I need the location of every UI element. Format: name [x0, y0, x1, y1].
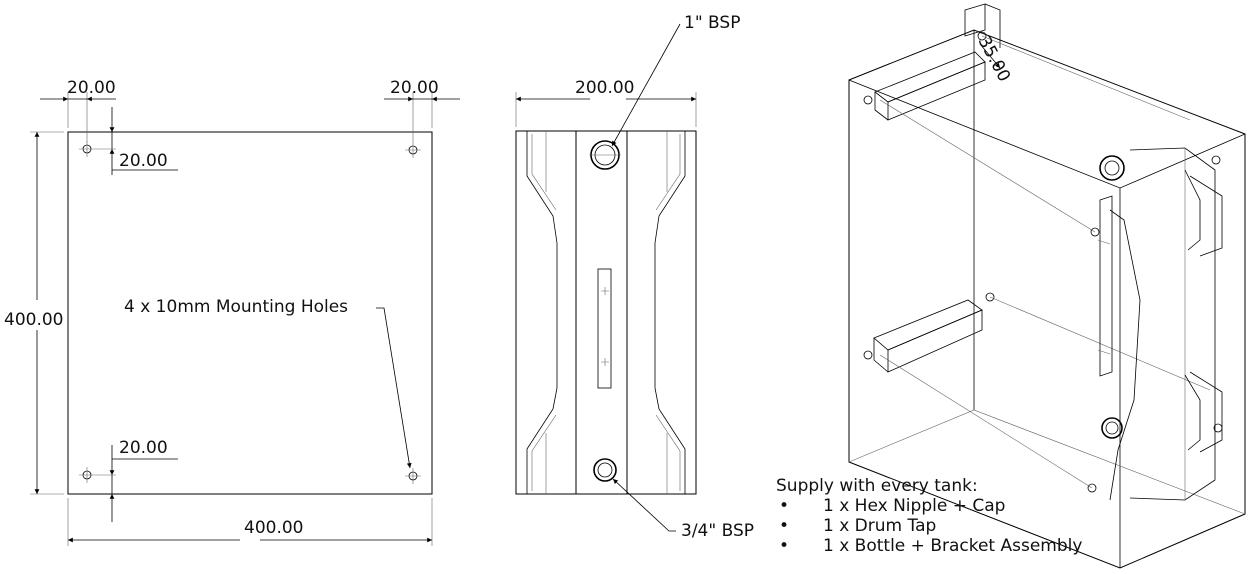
dim-width-label: 400.00 — [244, 518, 303, 538]
supply-item: 1 x Drum Tap — [776, 516, 1082, 536]
supply-notes: Supply with every tank: 1 x Hex Nipple +… — [776, 476, 1082, 556]
dimension-width: 400.00 — [67, 498, 433, 546]
bottom-port-leader — [612, 478, 676, 532]
bracket-slot — [597, 268, 612, 389]
iso-dim-label: 35.00 — [974, 33, 1015, 85]
supply-item: 1 x Hex Nipple + Cap — [776, 496, 1082, 516]
dim-side-width-label: 200.00 — [575, 78, 634, 98]
side-view: 200.00 1" BSP 3/4" BSP — [515, 13, 754, 541]
front-view: 20.00 20.00 20.00 20.00 — [4, 78, 460, 546]
dim-left-vertical-label: 20.00 — [119, 151, 168, 171]
dim-top-right-label: 20.00 — [390, 78, 439, 98]
top-port-leader — [611, 23, 681, 147]
dimension-left-vertical: 20.00 — [95, 107, 178, 175]
dimension-top-left: 20.00 — [40, 78, 116, 142]
dimension-top-right: 20.00 — [384, 78, 460, 142]
front-plate-outline — [67, 131, 433, 495]
top-port-label: 1" BSP — [684, 13, 740, 33]
mounting-hole-bottom-left — [79, 467, 95, 483]
supply-heading: Supply with every tank: — [776, 476, 978, 496]
dim-top-left-label: 20.00 — [67, 78, 116, 98]
dimension-height: 400.00 — [4, 131, 64, 495]
dimension-side-width: 200.00 — [515, 78, 697, 127]
supply-list: 1 x Hex Nipple + Cap 1 x Drum Tap 1 x Bo… — [776, 496, 1082, 556]
supply-item: 1 x Bottle + Bracket Assembly — [776, 536, 1082, 556]
side-outline — [515, 130, 697, 495]
dim-height-label: 400.00 — [4, 310, 63, 330]
port-bottom-3-4in — [593, 458, 617, 482]
dimension-bottom-left: 20.00 — [95, 438, 178, 522]
mounting-hole-top-right — [405, 142, 421, 158]
mounting-hole-bottom-right — [405, 468, 421, 484]
port-top-1in — [589, 140, 621, 170]
dim-bottom-left-label: 20.00 — [119, 438, 168, 458]
holes-note-leader — [376, 307, 412, 469]
mounting-hole-top-left — [79, 141, 95, 157]
mounting-holes-note: 4 x 10mm Mounting Holes — [124, 297, 348, 317]
bottom-port-label: 3/4" BSP — [681, 521, 754, 541]
